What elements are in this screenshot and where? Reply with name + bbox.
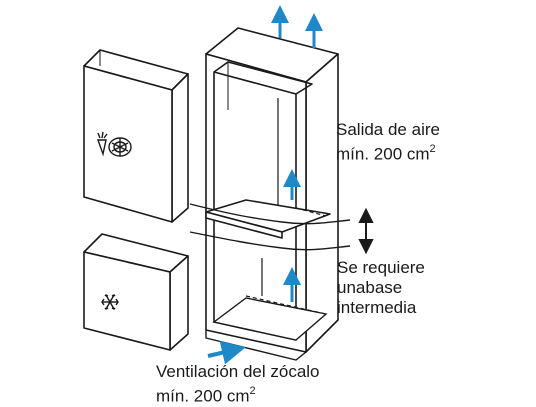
double-arrow-vertical-icon <box>358 207 374 255</box>
niche-inner-lower <box>205 258 328 361</box>
airflow-in-arrow-icon <box>207 341 246 365</box>
airflow-up-arrow-icon <box>271 5 323 302</box>
intermediate-base <box>189 199 351 251</box>
fridge-unit <box>83 49 189 223</box>
snowflake-icon <box>101 294 119 310</box>
air-outlet-title: Salida de aire <box>336 120 440 139</box>
freezer-unit <box>83 233 189 351</box>
air-outlet-value: mín. 200 cm2 <box>336 143 436 164</box>
base-label-line3: intermedia <box>337 298 417 317</box>
plinth-vent-label: Ventilación del zócalo mín. 200 cm2 <box>156 362 320 407</box>
carrot-icon <box>97 131 108 157</box>
base-label-line2: unabase <box>337 278 403 297</box>
air-outlet-label: Salida de aire mín. 200 cm2 <box>336 120 440 165</box>
intermediate-base-label: Se requiere unabase intermedia <box>337 258 425 318</box>
base-label-line1: Se requiere <box>337 258 425 277</box>
plinth-vent-title: Ventilación del zócalo <box>156 362 320 381</box>
vegetables-icon <box>108 137 132 157</box>
plinth-vent-value: mín. 200 cm2 <box>156 385 256 406</box>
